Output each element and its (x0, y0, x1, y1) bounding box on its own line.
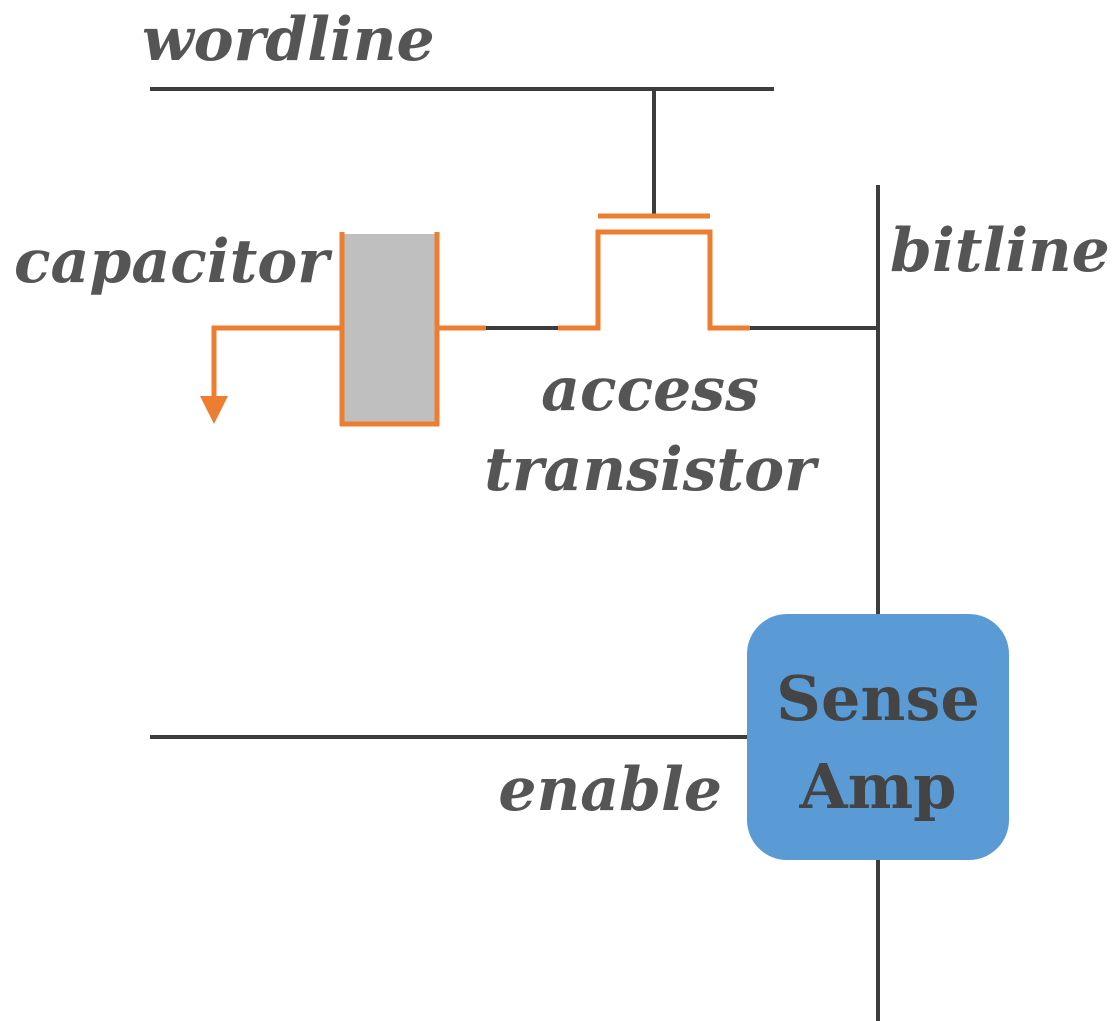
ground-arrow-icon (200, 396, 228, 424)
transistor-channel (558, 229, 750, 331)
capacitor-label: capacitor (14, 227, 333, 297)
access-transistor-label-line2: transistor (484, 435, 820, 505)
sense-amp-box (747, 614, 1009, 860)
bitline-label: bitline (890, 216, 1110, 286)
sense-amp-label-line2: Amp (798, 750, 956, 823)
ground-lead (211, 325, 342, 398)
capacitor-body (342, 234, 437, 425)
access-transistor-label-line1: access (541, 355, 759, 425)
enable-label: enable (498, 755, 722, 825)
sense-amp-label-line1: Sense (776, 662, 980, 735)
wordline-label: wordline (142, 5, 435, 75)
